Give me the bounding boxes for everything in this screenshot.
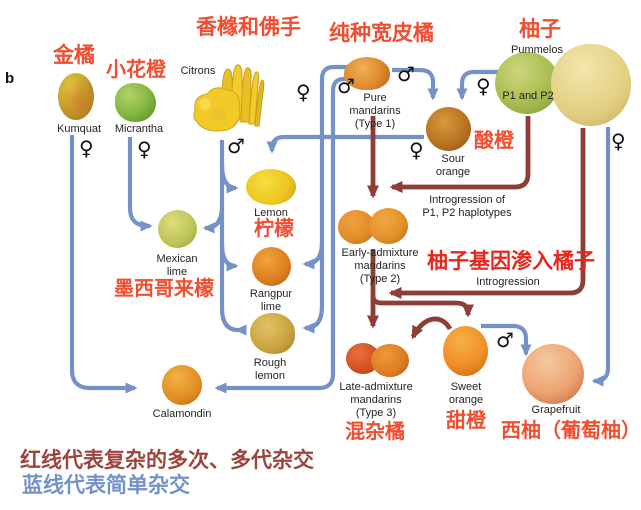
sweet-orange-label: Sweet orange xyxy=(448,381,484,406)
edge-sweet-orange-to-grapefruit xyxy=(481,323,532,357)
mexican-lime-zh-label: 墨西哥来檬 xyxy=(114,276,214,300)
citrons-zh-label: 香橼和佛手 xyxy=(196,15,301,39)
lemon-image xyxy=(246,169,296,205)
mexican-lime-image xyxy=(158,210,197,248)
pummelo-p1-image xyxy=(495,52,559,114)
late-admixture-label: Late-admixture mandarins (Type 3) xyxy=(339,381,413,419)
edge-citrons-to-mexican-lime xyxy=(202,205,225,234)
early-admixture-mandarin-image xyxy=(338,210,375,244)
grapefruit-zh-label: 西柚（葡萄柚） xyxy=(501,418,641,442)
pummelo-p2-image xyxy=(551,44,631,126)
calamondin-image xyxy=(162,365,202,405)
edge-pummelo-to-grapefruit xyxy=(591,127,611,387)
pure-mandarins-label: Pure mandarins (Type 1) xyxy=(349,92,401,130)
edge-sour-orange-to-lemon xyxy=(266,134,424,154)
female-icon: ♀ xyxy=(476,74,491,98)
edge-mandarin-to-rangpur-lime xyxy=(302,241,325,270)
introgression-p1p2-label: Introgression of P1, P2 haplotypes xyxy=(422,194,512,219)
male-icon: ♂ xyxy=(227,134,245,158)
micrantha-label: Micrantha xyxy=(114,123,164,135)
late-admixture-zh-label: 混杂橘 xyxy=(345,419,405,443)
pummelos-p1p2-badge: P1 and P2 xyxy=(502,90,554,102)
legend-red-line: 红线代表复杂的多次、多代杂交 xyxy=(20,448,314,472)
edge-kumquat-to-calamondin xyxy=(69,135,138,394)
micrantha-zh-label: 小花橙 xyxy=(106,57,166,81)
late-admixture-mandarin-image xyxy=(371,344,409,377)
female-icon: ♀ xyxy=(611,129,626,153)
edge-mandarin-to-rough-lemon-line xyxy=(302,64,350,334)
male-icon: ♂ xyxy=(337,74,355,98)
grapefruit-image xyxy=(522,344,584,404)
rangpur-lime-label: Rangpur lime xyxy=(249,288,293,313)
female-icon: ♀ xyxy=(137,137,152,161)
edge-mandarin-to-sour-orange xyxy=(392,67,439,101)
sour-orange-zh-label: 酸橙 xyxy=(474,128,514,152)
edge-p2-introgression xyxy=(388,128,586,299)
edge-citrons-main-and-rough-lemon xyxy=(219,140,247,336)
early-admixture-label: Early-admixture mandarins (Type 2) xyxy=(341,247,419,285)
sour-orange-image xyxy=(426,107,471,151)
edge-pummelo-to-sour-orange xyxy=(456,69,498,101)
sweet-orange-image xyxy=(443,326,488,376)
mexican-lime-label: Mexican lime xyxy=(156,253,198,278)
panel-label: b xyxy=(5,70,15,87)
rough-lemon-image xyxy=(250,313,295,354)
male-icon: ♂ xyxy=(397,62,415,86)
female-icon: ♀ xyxy=(296,80,311,104)
female-icon: ♀ xyxy=(79,136,94,160)
male-icon: ♂ xyxy=(496,328,514,352)
edge-mandarin-to-calamondin xyxy=(214,76,350,394)
introgression-label: Introgression xyxy=(476,276,540,288)
calamondin-label: Calamondin xyxy=(152,408,212,420)
edge-early-admixture-to-sweet-orange xyxy=(370,295,474,318)
edge-sweet-orange-to-late-admixture xyxy=(410,316,453,340)
female-icon: ♀ xyxy=(409,138,424,162)
grapefruit-label: Grapefruit xyxy=(531,404,581,416)
sweet-orange-zh-label: 甜橙 xyxy=(446,408,486,432)
edge-p1-introgression xyxy=(389,116,531,193)
pummelo-introgression-zh-label: 柚子基因渗入橘子 xyxy=(427,249,595,273)
kumquat-label: Kumquat xyxy=(56,123,102,135)
pure-mandarins-zh-label: 纯种宽皮橘 xyxy=(329,21,434,45)
rangpur-lime-image xyxy=(252,247,291,286)
early-admixture-mandarin-image xyxy=(369,208,408,244)
citrons-label: Citrons xyxy=(180,65,216,77)
edge-micrantha-to-mexican-lime xyxy=(127,137,153,232)
rough-lemon-label: Rough lemon xyxy=(253,357,287,382)
citrons-buddhas-hand-image xyxy=(193,64,265,132)
kumquat-zh-label: 金橘 xyxy=(53,43,95,67)
micrantha-image xyxy=(115,83,156,122)
sour-orange-label: Sour orange xyxy=(435,153,471,178)
lemon-label: Lemon xyxy=(254,207,288,219)
pummelos-label: Pummelos xyxy=(511,44,563,56)
lemon-zh-label: 柠檬 xyxy=(254,216,294,240)
pummelos-zh-label: 柚子 xyxy=(519,17,561,41)
edge-citrons-to-rangpur-lime xyxy=(219,243,239,272)
kumquat-image xyxy=(58,73,94,120)
edge-citrons-to-lemon xyxy=(219,163,239,194)
pure-mandarin-image xyxy=(344,57,390,90)
legend-blue-line: 蓝线代表简单杂交 xyxy=(22,473,190,497)
